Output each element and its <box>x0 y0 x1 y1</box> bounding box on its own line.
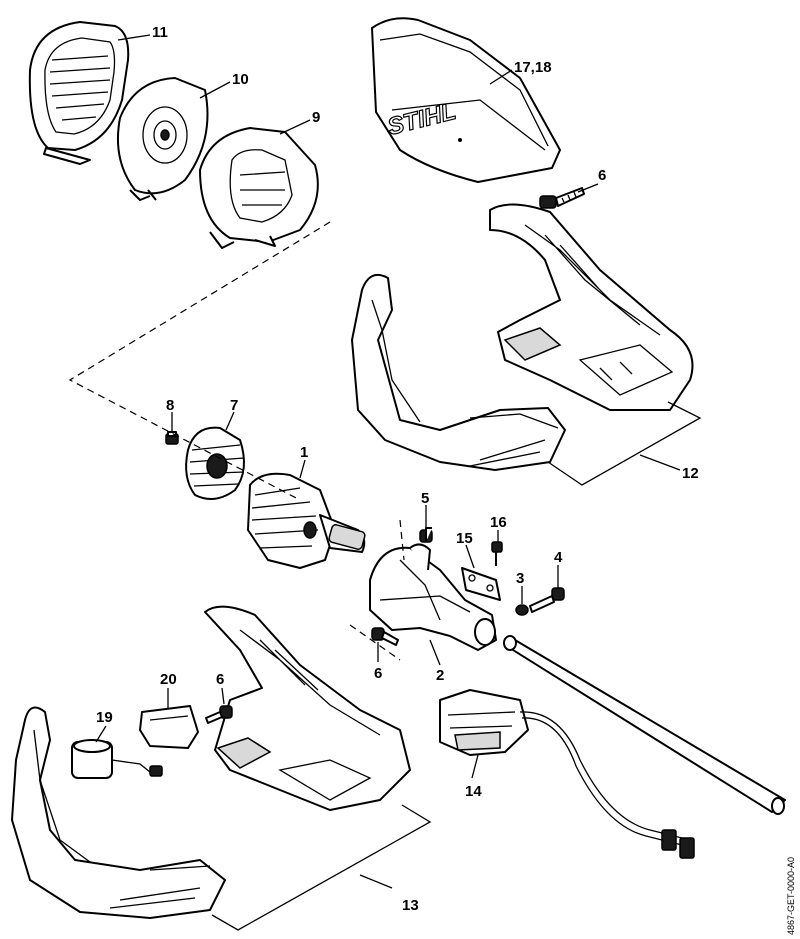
leader-19 <box>95 725 107 743</box>
part-6-screw-top[interactable] <box>539 187 585 209</box>
part-15-plate[interactable] <box>461 567 501 601</box>
callout-5: 5 <box>421 490 429 507</box>
assembly-line-upper <box>68 221 331 501</box>
bracket-13 <box>211 804 432 931</box>
part-6-screw-lower[interactable] <box>205 705 233 724</box>
leader-6c <box>221 687 225 705</box>
leader-7 <box>225 411 235 431</box>
part-7-cooling-fan[interactable] <box>185 426 245 500</box>
leader-6a <box>577 183 599 193</box>
callout-1: 1 <box>300 444 308 461</box>
callout-12: 12 <box>682 465 699 482</box>
part-12-handle-shell-left[interactable] <box>351 274 566 471</box>
leader-2 <box>429 639 441 666</box>
callout-9: 9 <box>312 109 320 126</box>
callout-6c: 6 <box>216 671 224 688</box>
part-4-screw[interactable] <box>529 587 565 613</box>
part-1-motor[interactable] <box>247 472 366 569</box>
leader-14 <box>471 754 479 779</box>
part-16-screw[interactable] <box>491 541 503 566</box>
callout-19: 19 <box>96 709 113 726</box>
callout-20: 20 <box>160 671 177 688</box>
callout-4: 4 <box>554 549 563 566</box>
shaft-tube[interactable] <box>503 635 786 815</box>
callout-10: 10 <box>232 71 249 88</box>
callout-14: 14 <box>465 783 482 800</box>
part-3-washer[interactable] <box>515 604 529 616</box>
callout-16: 16 <box>490 514 507 531</box>
callout-6a: 6 <box>598 167 606 184</box>
callout-11: 11 <box>152 24 168 41</box>
part-10-fan-disc[interactable] <box>116 77 209 201</box>
callout-6b: 6 <box>374 665 382 682</box>
part-12-handle-housing-right[interactable] <box>489 203 694 411</box>
callout-2: 2 <box>436 667 444 684</box>
callout-15: 15 <box>456 530 473 547</box>
callout-13: 13 <box>402 897 419 914</box>
part-6-screw-middle[interactable] <box>371 627 399 646</box>
document-id: 4867-GET-0000-A0 <box>786 857 796 935</box>
part-5-screw[interactable] <box>419 527 433 543</box>
callout-7: 7 <box>230 397 238 414</box>
part-17-18-top-cover[interactable]: STIHL <box>371 17 561 183</box>
part-2-gearbox-housing[interactable] <box>369 543 497 651</box>
assembly-line-middle <box>349 519 405 661</box>
leader-9 <box>279 119 311 135</box>
leader-15 <box>465 544 475 569</box>
leader-10 <box>199 81 231 99</box>
part-8-bolt[interactable] <box>165 431 179 445</box>
leader-11 <box>117 34 151 41</box>
callout-17-18: 17,18 <box>514 59 552 76</box>
part-9-motor-shroud[interactable] <box>199 127 319 249</box>
part-11-front-cover[interactable] <box>28 21 130 165</box>
part-13-handle-housing-lower[interactable] <box>204 605 411 811</box>
callout-8: 8 <box>166 397 174 414</box>
callout-3: 3 <box>516 570 524 587</box>
part-20-bracket[interactable] <box>139 705 199 749</box>
part-14-switch-assembly[interactable] <box>439 689 695 859</box>
part-13-handle-shell-left[interactable] <box>11 706 226 919</box>
leader-17-18 <box>489 69 513 85</box>
leader-1 <box>299 459 306 479</box>
part-19-switch[interactable] <box>71 739 163 779</box>
bracket-12 <box>547 401 702 486</box>
